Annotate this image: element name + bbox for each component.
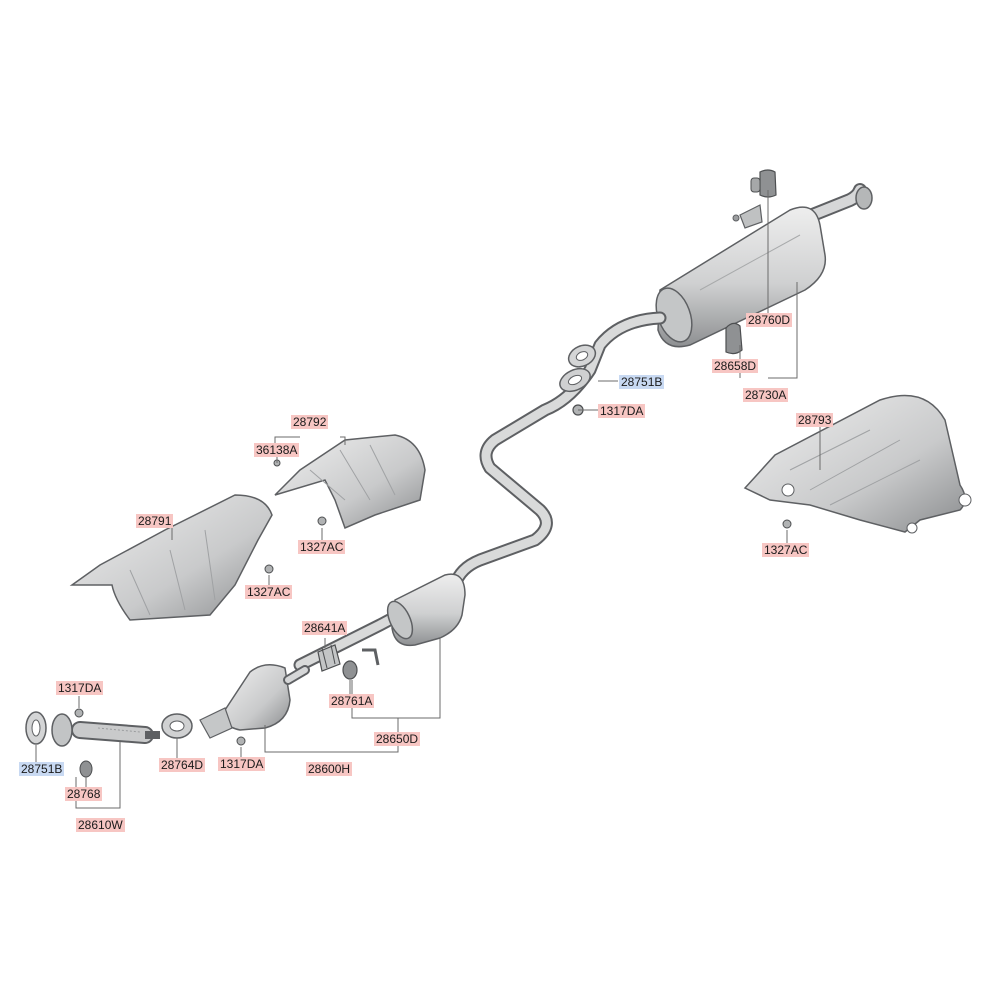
label-1327AC-left: 1327AC (245, 585, 293, 599)
gasket-icon (25, 711, 47, 745)
rubber-hanger-icon (725, 322, 743, 355)
nut-icon (264, 564, 274, 574)
label-28610W: 28610W (76, 818, 125, 832)
label-1317DA-top: 1317DA (598, 404, 646, 418)
label-28764D: 28764D (159, 758, 206, 772)
label-28641A: 28641A (302, 621, 348, 635)
gasket-icon (567, 344, 597, 368)
label-28761A: 28761A (329, 694, 375, 708)
label-1317DA-bottom: 1317DA (218, 757, 266, 771)
gasket-icon (161, 713, 193, 739)
clamp-icon (317, 644, 341, 672)
nut-icon (782, 519, 792, 529)
rear-muffler-bracket (732, 204, 763, 229)
nut-icon (317, 516, 327, 526)
label-28650D: 28650D (374, 732, 421, 746)
heat-shield-rear (743, 394, 972, 534)
center-pipe (448, 311, 667, 592)
rear-muffler (655, 206, 827, 348)
label-28792: 28792 (291, 415, 329, 429)
catalytic-converter (199, 664, 310, 739)
gasket-icon (559, 367, 591, 393)
center-muffler (293, 573, 466, 672)
rubber-hanger-icon (342, 648, 380, 680)
label-28760D: 28760D (746, 313, 793, 327)
label-1327AC-right: 1327AC (762, 543, 810, 557)
label-28658D: 28658D (712, 359, 759, 373)
heat-shield-center (274, 434, 426, 530)
label-1327AC-mid: 1327AC (298, 540, 346, 554)
label-28791: 28791 (136, 514, 174, 528)
label-1317DA-left: 1317DA (56, 681, 104, 695)
tail-pipe (798, 183, 873, 225)
label-28768: 28768 (65, 787, 103, 801)
label-28600H: 28600H (306, 762, 353, 776)
front-pipe-flange (51, 713, 73, 747)
label-28793: 28793 (796, 413, 834, 427)
nut-icon (236, 736, 246, 746)
label-28751B-left: 28751B (19, 762, 65, 776)
label-36138A: 36138A (254, 443, 300, 457)
heat-shield-front (69, 494, 273, 621)
rubber-hanger-icon (750, 169, 777, 198)
front-pipe (71, 721, 160, 744)
label-28730A: 28730A (743, 388, 789, 402)
label-28751B-top: 28751B (619, 375, 665, 389)
rubber-hanger-icon (79, 760, 93, 778)
nut-icon (74, 708, 84, 718)
